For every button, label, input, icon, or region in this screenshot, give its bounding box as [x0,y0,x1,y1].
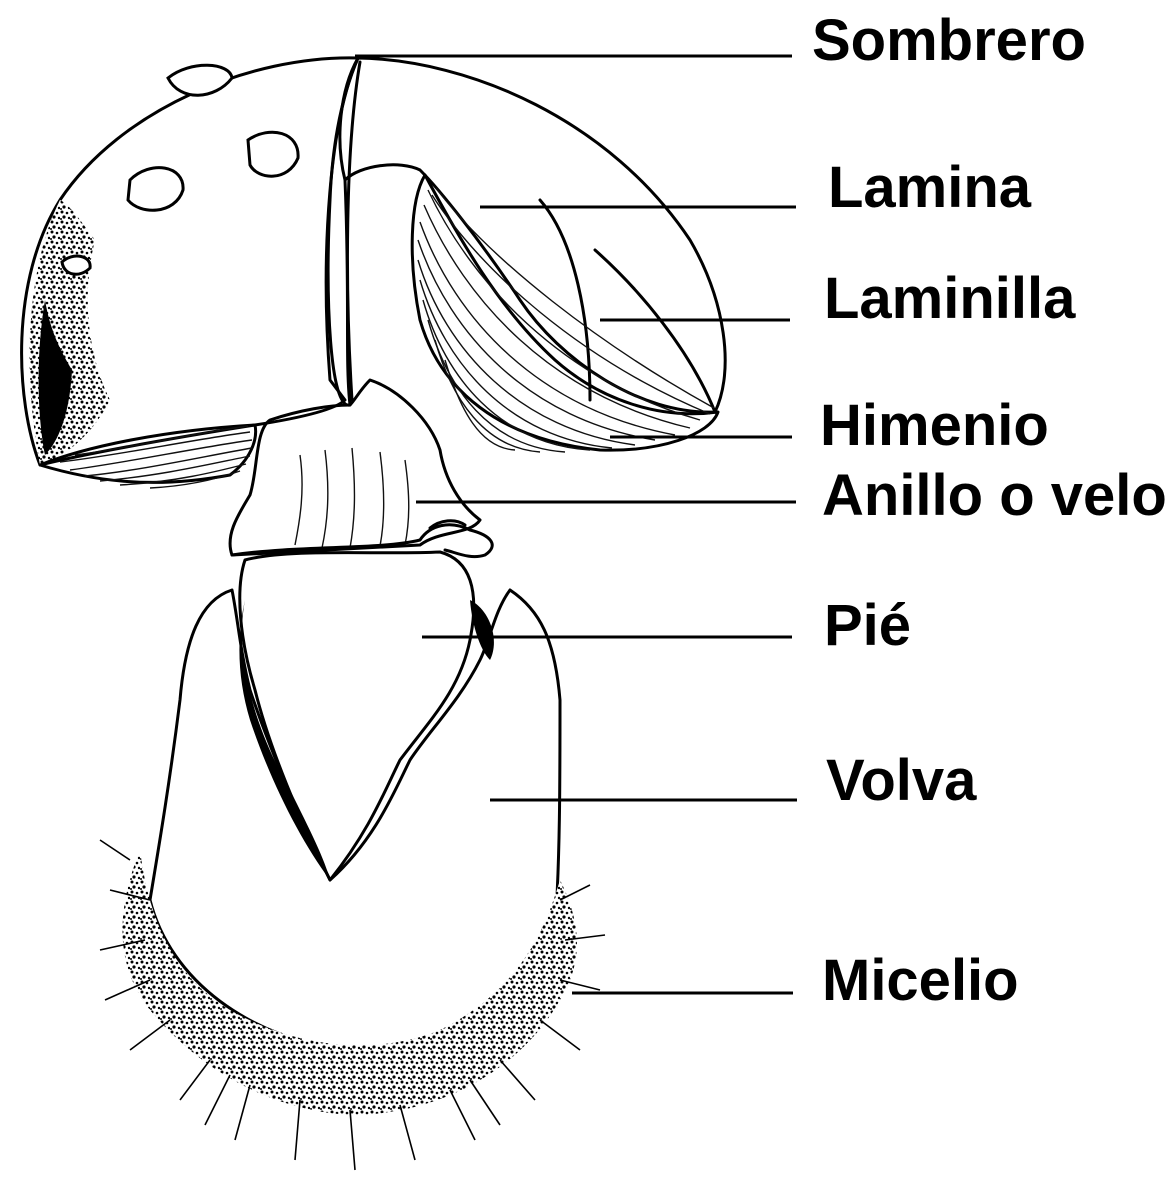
leader-lines [355,56,797,993]
stem-illustration [230,380,494,880]
label-micelio: Micelio [822,948,1019,1013]
label-sombrero: Sombrero [812,8,1086,73]
labels: Sombrero Lamina Laminilla Himenio Anillo… [812,8,1167,1013]
cap-illustration [22,58,726,488]
label-pie: Pié [824,593,911,658]
label-anillo: Anillo o velo [822,463,1167,528]
volva-illustration [100,590,605,1170]
label-volva: Volva [826,748,977,813]
label-himenio: Himenio [820,393,1049,458]
label-lamina: Lamina [828,155,1032,220]
label-laminilla: Laminilla [824,266,1076,331]
